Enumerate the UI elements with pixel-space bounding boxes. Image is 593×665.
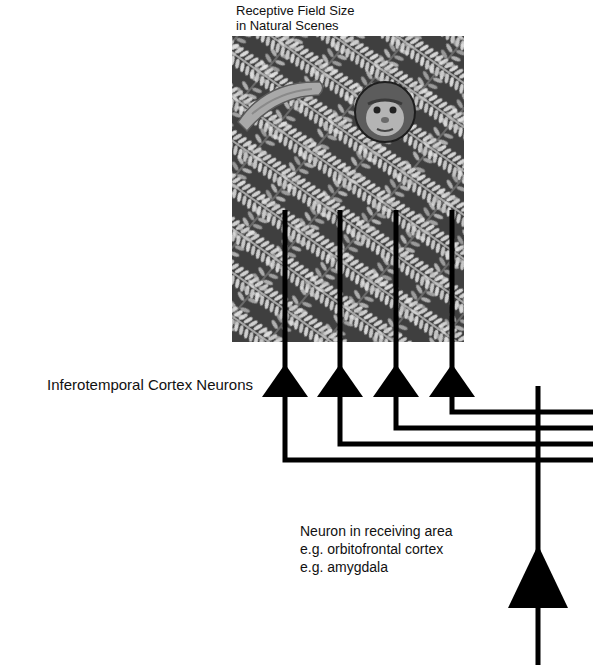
natural-scene (232, 36, 464, 342)
banana (238, 82, 323, 131)
receiving-area-label: Neuron in receiving area e.g. orbitofron… (300, 522, 462, 576)
cortex-label: Inferotemporal Cortex Neurons (47, 376, 253, 394)
monkey-face (355, 82, 415, 142)
scene-caption: Receptive Field Size in Natural Scenes (236, 3, 361, 33)
neuron-soma (262, 364, 568, 608)
neuron-wiring (285, 210, 593, 665)
